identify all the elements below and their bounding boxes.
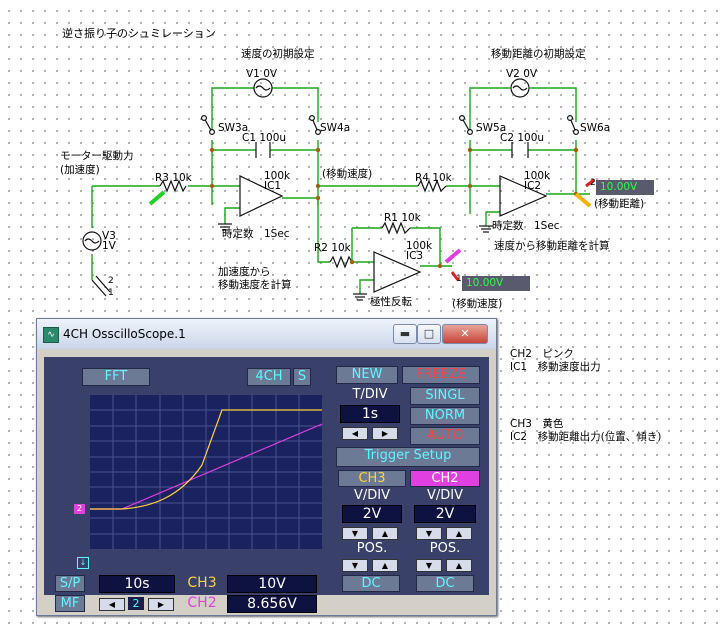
- page-number: 2: [128, 597, 144, 610]
- motor-force-label: モーター駆動力: [60, 150, 134, 162]
- tdiv-up-button[interactable]: ▶: [372, 427, 398, 440]
- waveform-display: [90, 395, 323, 549]
- c1-label: C1 100u: [242, 132, 287, 144]
- norm-button[interactable]: NORM: [410, 407, 480, 425]
- page-prev-button[interactable]: ◀: [99, 598, 125, 611]
- ch2-pos-down-button[interactable]: ▼: [416, 559, 442, 572]
- velocity-output-label: (移動速度): [452, 298, 503, 310]
- ch2-pos-up-button[interactable]: ▲: [446, 559, 472, 572]
- tdiv-label: T/DIV: [352, 387, 388, 402]
- pin1-label: 1: [108, 288, 114, 298]
- ch3-pos-label: POS.: [356, 541, 388, 556]
- ch3-vdiv-up-button[interactable]: ▲: [372, 527, 398, 540]
- trace-marker: 2: [74, 504, 85, 514]
- v1-label: V1 0V: [246, 68, 278, 80]
- ch2-note-title: CH2 ピンク: [510, 348, 574, 360]
- ch2-readout-value: 8.656V: [227, 595, 317, 613]
- pin1b-label: 1: [456, 274, 462, 284]
- oscilloscope-app-icon: ∿: [43, 327, 59, 343]
- page-next-button[interactable]: ▶: [148, 598, 174, 611]
- ch3-select-button[interactable]: CH3: [338, 470, 406, 487]
- calc-speed-line2: 移動速度を計算: [218, 279, 292, 291]
- ic1-gain: 100k: [264, 170, 291, 182]
- pin2-label: 2: [108, 276, 114, 286]
- freeze-button[interactable]: FREEZE: [402, 366, 480, 384]
- scope-panel: FFT 4CH S 2 ↓: [44, 357, 489, 613]
- ch2-pos-label: POS.: [429, 541, 461, 556]
- ch3-vdiv-label: V/DIV: [353, 488, 390, 503]
- time-constant-2: 時定数 1Sec: [492, 220, 560, 232]
- minimize-button[interactable]: ▬: [393, 324, 417, 344]
- ic1-label: IC1: [264, 180, 282, 192]
- maximize-button[interactable]: □: [417, 324, 441, 344]
- v3-label: V3: [102, 230, 116, 242]
- ch3-pos-down-button[interactable]: ▼: [342, 559, 368, 572]
- new-button[interactable]: NEW: [336, 366, 398, 384]
- circuit-title: 逆さ振り子のシュミレーション: [62, 27, 216, 40]
- ic3-gain: 100k: [406, 240, 433, 252]
- s-button[interactable]: S: [293, 368, 311, 386]
- r1-label: R1 10k: [384, 212, 421, 224]
- invert-label: 極性反転: [370, 296, 412, 308]
- 4ch-button[interactable]: 4CH: [247, 368, 291, 386]
- auto-button[interactable]: AUTO: [410, 427, 480, 445]
- title-bar[interactable]: ∿ 4CH OsscilloScope.1 ▬ □ ✕: [37, 319, 496, 349]
- ch2-vdiv-down-button[interactable]: ▼: [416, 527, 442, 540]
- oscilloscope-window[interactable]: ∿ 4CH OsscilloScope.1 ▬ □ ✕ FFT 4CH S: [36, 318, 497, 616]
- c2-label: C2 100u: [500, 132, 545, 144]
- v3-value: 1V: [102, 240, 116, 252]
- sw5a-label: SW5a: [476, 122, 507, 134]
- ch3-vdiv-value: 2V: [342, 505, 402, 523]
- ch2-note-desc: IC1 移動速度出力: [510, 361, 601, 373]
- calc-distance-label: 速度から移動距離を計算: [494, 240, 610, 252]
- calc-speed-line1: 加速度から: [218, 266, 271, 278]
- ic2-label: IC2: [524, 180, 542, 192]
- distance-output-label: (移動距離): [594, 198, 645, 210]
- ch2-vdiv-up-button[interactable]: ▲: [446, 527, 472, 540]
- mf-button[interactable]: MF: [55, 595, 85, 612]
- ch2-vdiv-label: V/DIV: [426, 488, 463, 503]
- pin2b-label: 2: [590, 178, 596, 188]
- r4-label: R4 10k: [415, 172, 452, 184]
- ch2-readout-label: CH2: [187, 595, 217, 611]
- ch3-dc-button[interactable]: DC: [342, 575, 400, 592]
- close-button[interactable]: ✕: [442, 324, 488, 344]
- ch3-note-title: CH3 黄色: [510, 418, 564, 430]
- scope-screen: [90, 395, 323, 549]
- window-title: 4CH OsscilloScope.1: [63, 327, 186, 341]
- ch3-vdiv-down-button[interactable]: ▼: [342, 527, 368, 540]
- accel-label: (加速度): [60, 164, 100, 176]
- ic2-gain: 100k: [524, 170, 551, 182]
- ch3-note-desc: IC2 移動距離出力(位置、傾き): [510, 431, 662, 443]
- ch3-readout-value: 10V: [227, 575, 317, 593]
- velocity-readout: 10.00V: [462, 276, 530, 291]
- time-constant-1: 時定数 1Sec: [222, 228, 290, 240]
- tdiv-value: 1s: [340, 405, 400, 423]
- ch2-vdiv-value: 2V: [414, 505, 476, 523]
- sw6a-label: SW6a: [580, 122, 611, 134]
- trigger-icon: ↓: [77, 557, 89, 569]
- distance-init-label: 移動距離の初期設定: [491, 48, 586, 60]
- trigger-setup-button[interactable]: Trigger Setup: [336, 447, 480, 467]
- time-value: 10s: [99, 575, 175, 593]
- ch3-pos-up-button[interactable]: ▲: [372, 559, 398, 572]
- sw3a-label: SW3a: [218, 122, 249, 134]
- singl-button[interactable]: SINGL: [410, 387, 480, 405]
- fft-button[interactable]: FFT: [82, 368, 150, 386]
- r3-label: R3 10k: [155, 172, 192, 184]
- tdiv-down-button[interactable]: ◀: [342, 427, 368, 440]
- velocity-node-label: (移動速度): [322, 168, 373, 180]
- v2-label: V2 0V: [506, 68, 538, 80]
- r2-label: R2 10k: [314, 242, 351, 254]
- ch3-trace: [90, 409, 322, 510]
- ch2-select-button[interactable]: CH2: [410, 470, 480, 487]
- sw4a-label: SW4a: [320, 122, 351, 134]
- ch3-readout-label: CH3: [187, 575, 217, 591]
- distance-readout: 10.00V: [596, 180, 654, 195]
- ch2-dc-button[interactable]: DC: [416, 575, 474, 592]
- sp-button[interactable]: S/P: [55, 575, 85, 592]
- velocity-init-label: 速度の初期設定: [241, 48, 315, 60]
- ic3-label: IC3: [406, 250, 424, 262]
